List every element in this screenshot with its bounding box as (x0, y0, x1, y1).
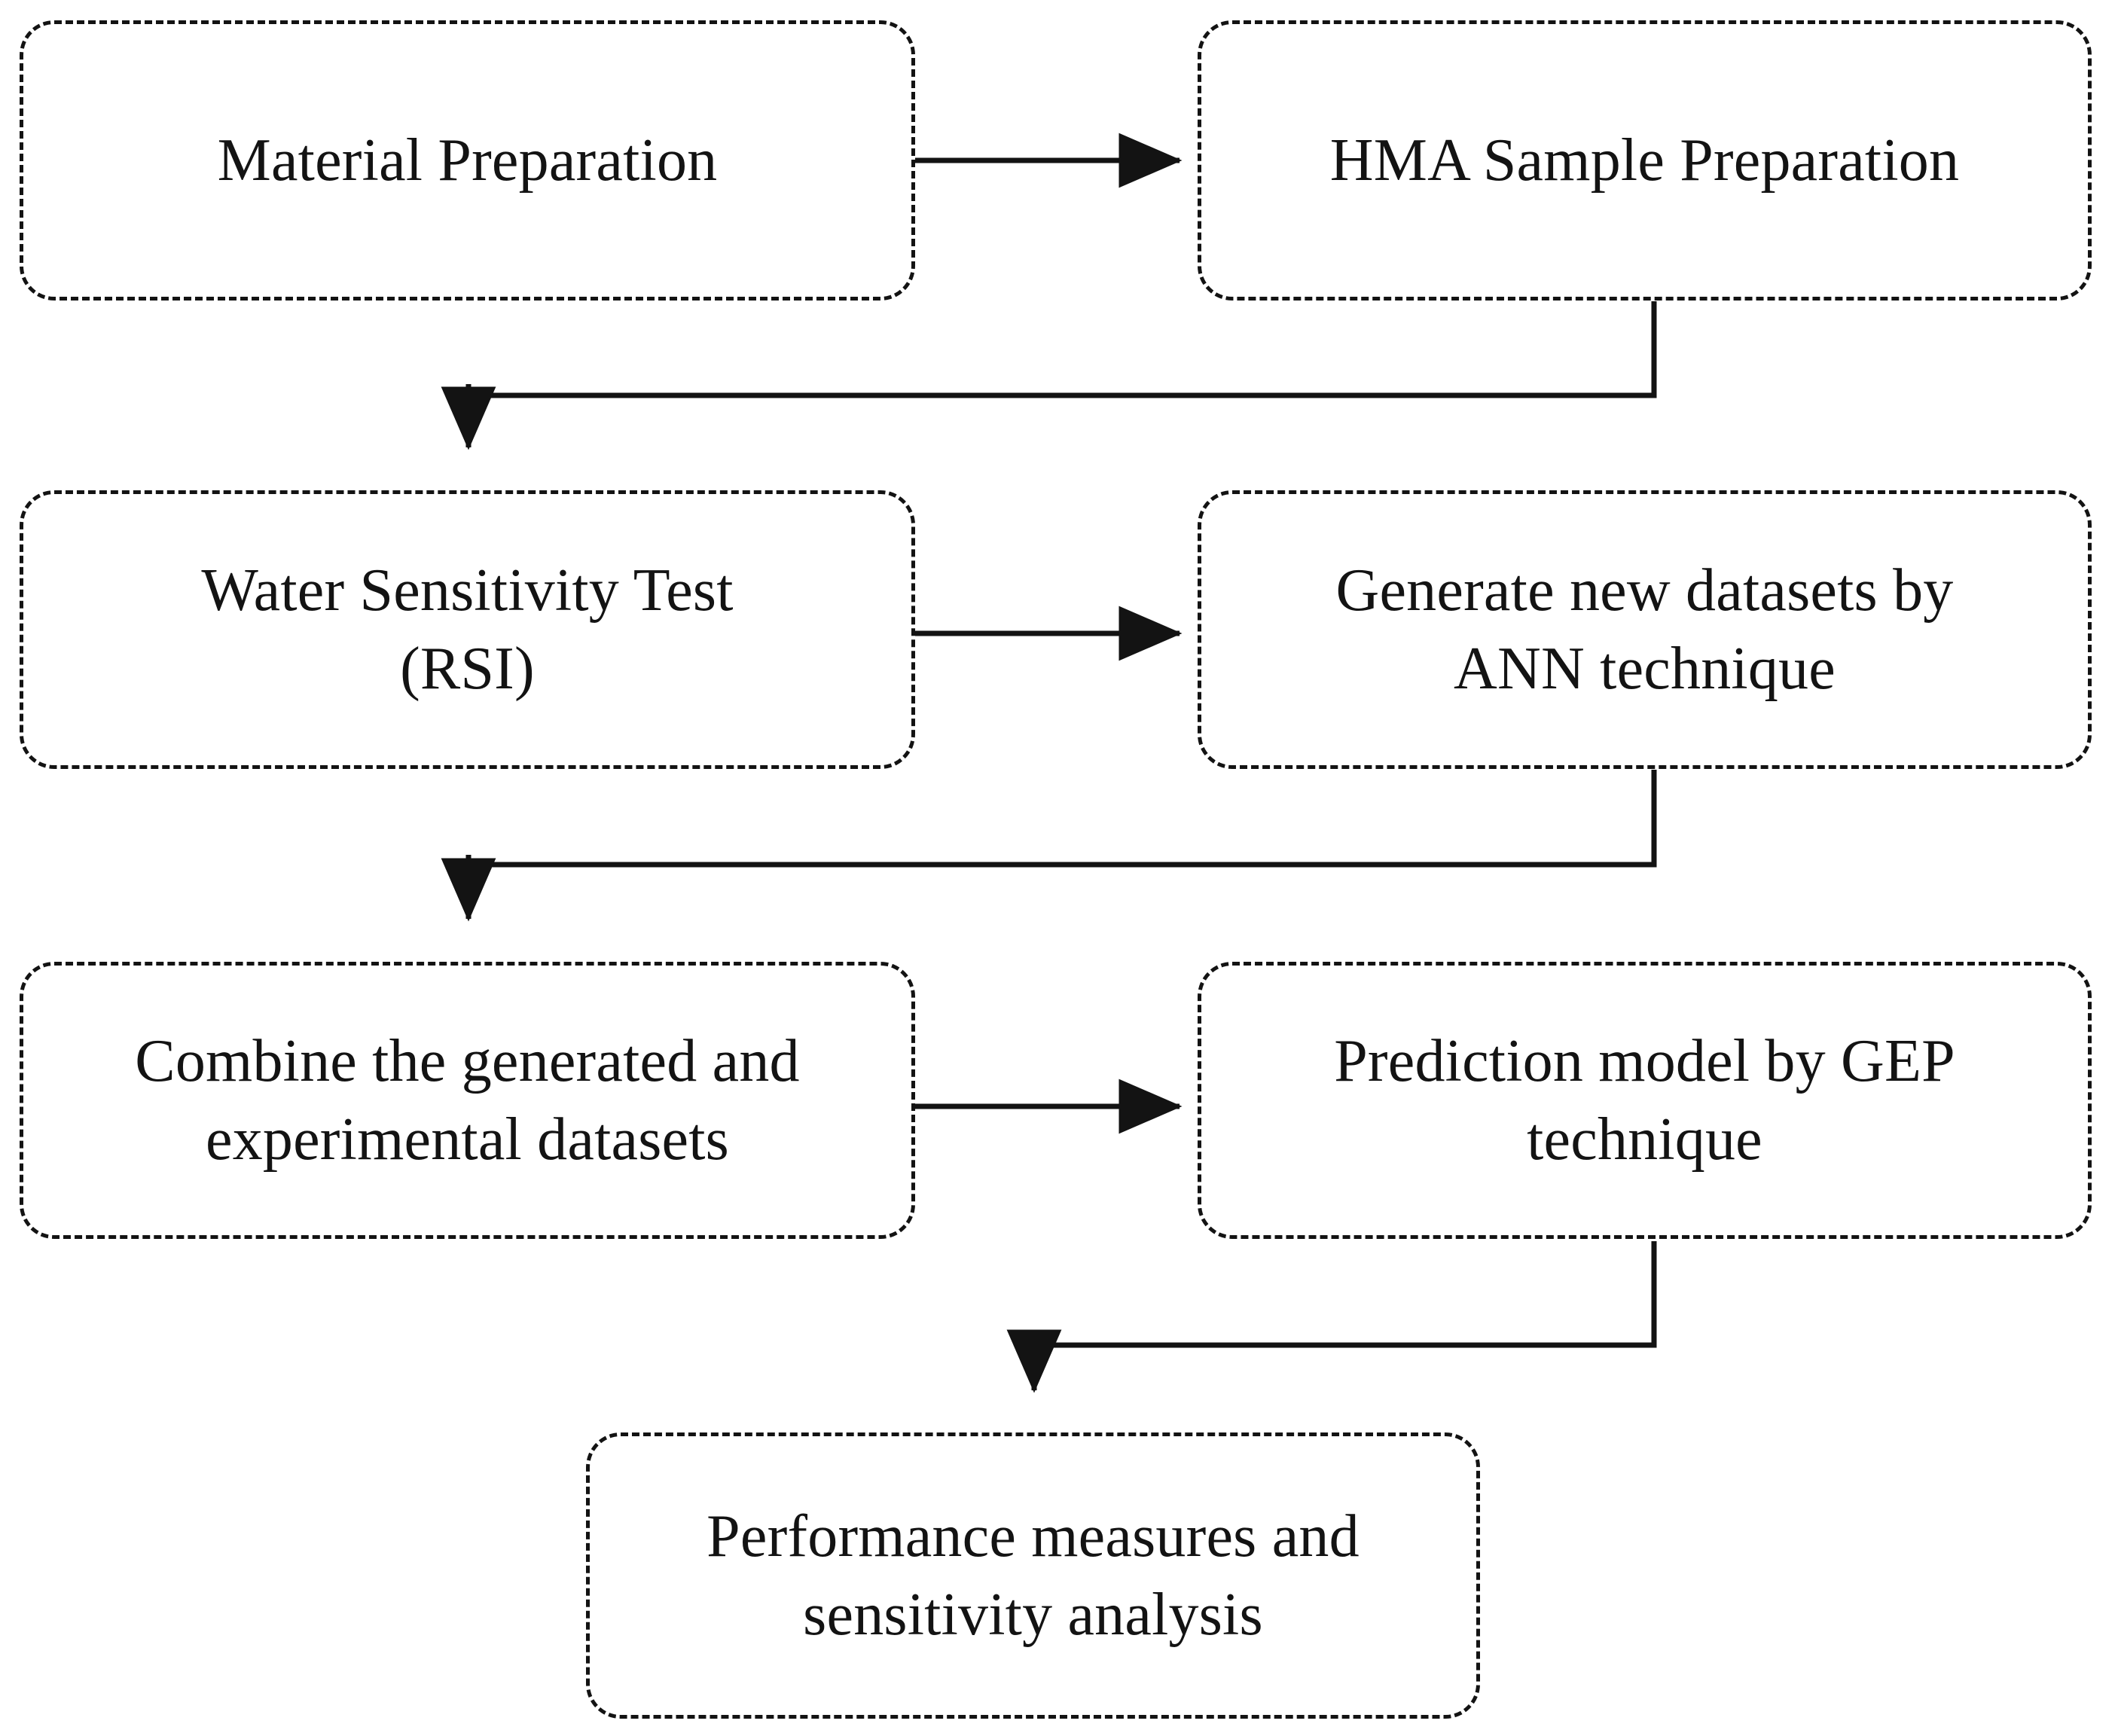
edge-prediction-to-performance (1006, 1241, 1657, 1393)
node-label-material-preparation: Material Preparation (217, 127, 718, 194)
node-prediction-model-gep[interactable]: Prediction model by GEP technique (1198, 962, 2092, 1239)
node-hma-sample-preparation[interactable]: HMA Sample Preparation (1198, 20, 2092, 301)
node-performance-measures[interactable]: Performance measures and sensitivity ana… (586, 1432, 1480, 1719)
node-material-preparation[interactable]: Material Preparation (20, 20, 915, 301)
edge-hma-to-water (441, 301, 1657, 450)
edge-generate-to-combine (441, 770, 1657, 922)
node-label-prediction-model-gep: Prediction model by GEP technique (1334, 1028, 1955, 1173)
node-water-sensitivity-test[interactable]: Water Sensitivity Test (RSI) (20, 490, 915, 769)
node-label-water-sensitivity-test: Water Sensitivity Test (RSI) (201, 557, 734, 702)
node-label-generate-new-datasets: Generate new datasets by ANN technique (1335, 557, 1954, 702)
node-label-combine-datasets: Combine the generated and experimental d… (135, 1028, 800, 1173)
node-label-hma-sample-preparation: HMA Sample Preparation (1329, 127, 1960, 194)
node-label-performance-measures: Performance measures and sensitivity ana… (706, 1503, 1360, 1648)
node-combine-datasets[interactable]: Combine the generated and experimental d… (20, 962, 915, 1239)
node-generate-new-datasets[interactable]: Generate new datasets by ANN technique (1198, 490, 2092, 769)
